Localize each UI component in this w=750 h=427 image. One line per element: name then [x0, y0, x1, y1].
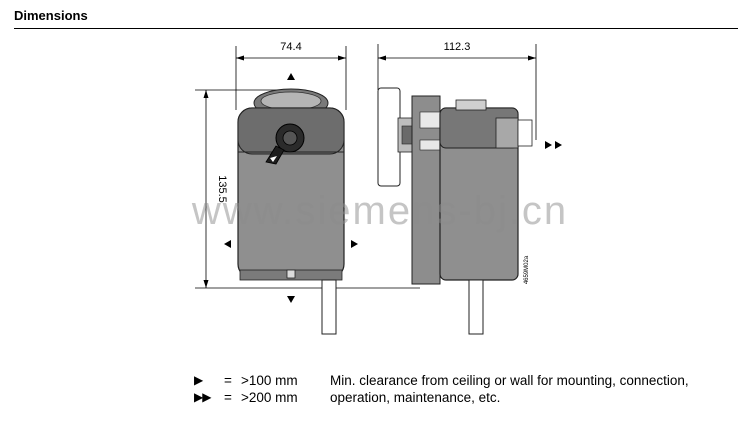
side-connector	[495, 117, 519, 149]
dim-arrow	[203, 90, 209, 98]
title-underline	[14, 28, 738, 29]
section-title: Dimensions	[14, 8, 88, 23]
connector-cap	[517, 119, 533, 147]
part-code: 4659M02a	[524, 255, 530, 284]
legend-value: >200 mm	[241, 390, 298, 405]
clearance-arrow-bottom	[287, 296, 295, 303]
legend-row-1: ▶ = >100 mm Min. clearance from ceiling …	[0, 373, 750, 391]
legend-description: operation, maintenance, etc.	[330, 390, 501, 405]
cable-front	[321, 279, 337, 335]
clearance-arrow-right	[351, 240, 358, 248]
legend-equals: =	[224, 390, 232, 405]
side-depth-label: 112.3	[444, 41, 471, 53]
legend-value: >100 mm	[241, 373, 298, 388]
side-top-cap	[455, 99, 487, 111]
legend-equals: =	[224, 373, 232, 388]
dim-arrow	[338, 55, 346, 61]
mounting-bracket	[377, 87, 401, 187]
coupling-inner	[260, 91, 322, 111]
lever-marker-icon	[270, 156, 277, 162]
clearance-arrow-top	[287, 73, 295, 80]
dim-arrow	[236, 55, 244, 61]
dim-arrow	[378, 55, 386, 61]
dim-arrow	[528, 55, 536, 61]
watermark-text: www.siemens-bj.cn	[191, 189, 568, 233]
clearance-arrow-left	[224, 240, 231, 248]
front-height-label: 135.5	[216, 175, 228, 203]
legend-row-2: ▶▶ = >200 mm operation, maintenance, etc…	[0, 390, 750, 408]
double-arrow-icon: ▶▶	[194, 390, 211, 404]
dim-arrow	[203, 280, 209, 288]
cable-side	[468, 279, 484, 335]
handle-lever	[265, 145, 285, 165]
single-arrow-icon: ▶	[194, 373, 203, 387]
front-width-label: 74.4	[280, 41, 301, 53]
legend-description: Min. clearance from ceiling or wall for …	[330, 373, 689, 388]
cable-gland	[286, 269, 296, 279]
clearance-double-arrow-icon	[545, 141, 552, 149]
